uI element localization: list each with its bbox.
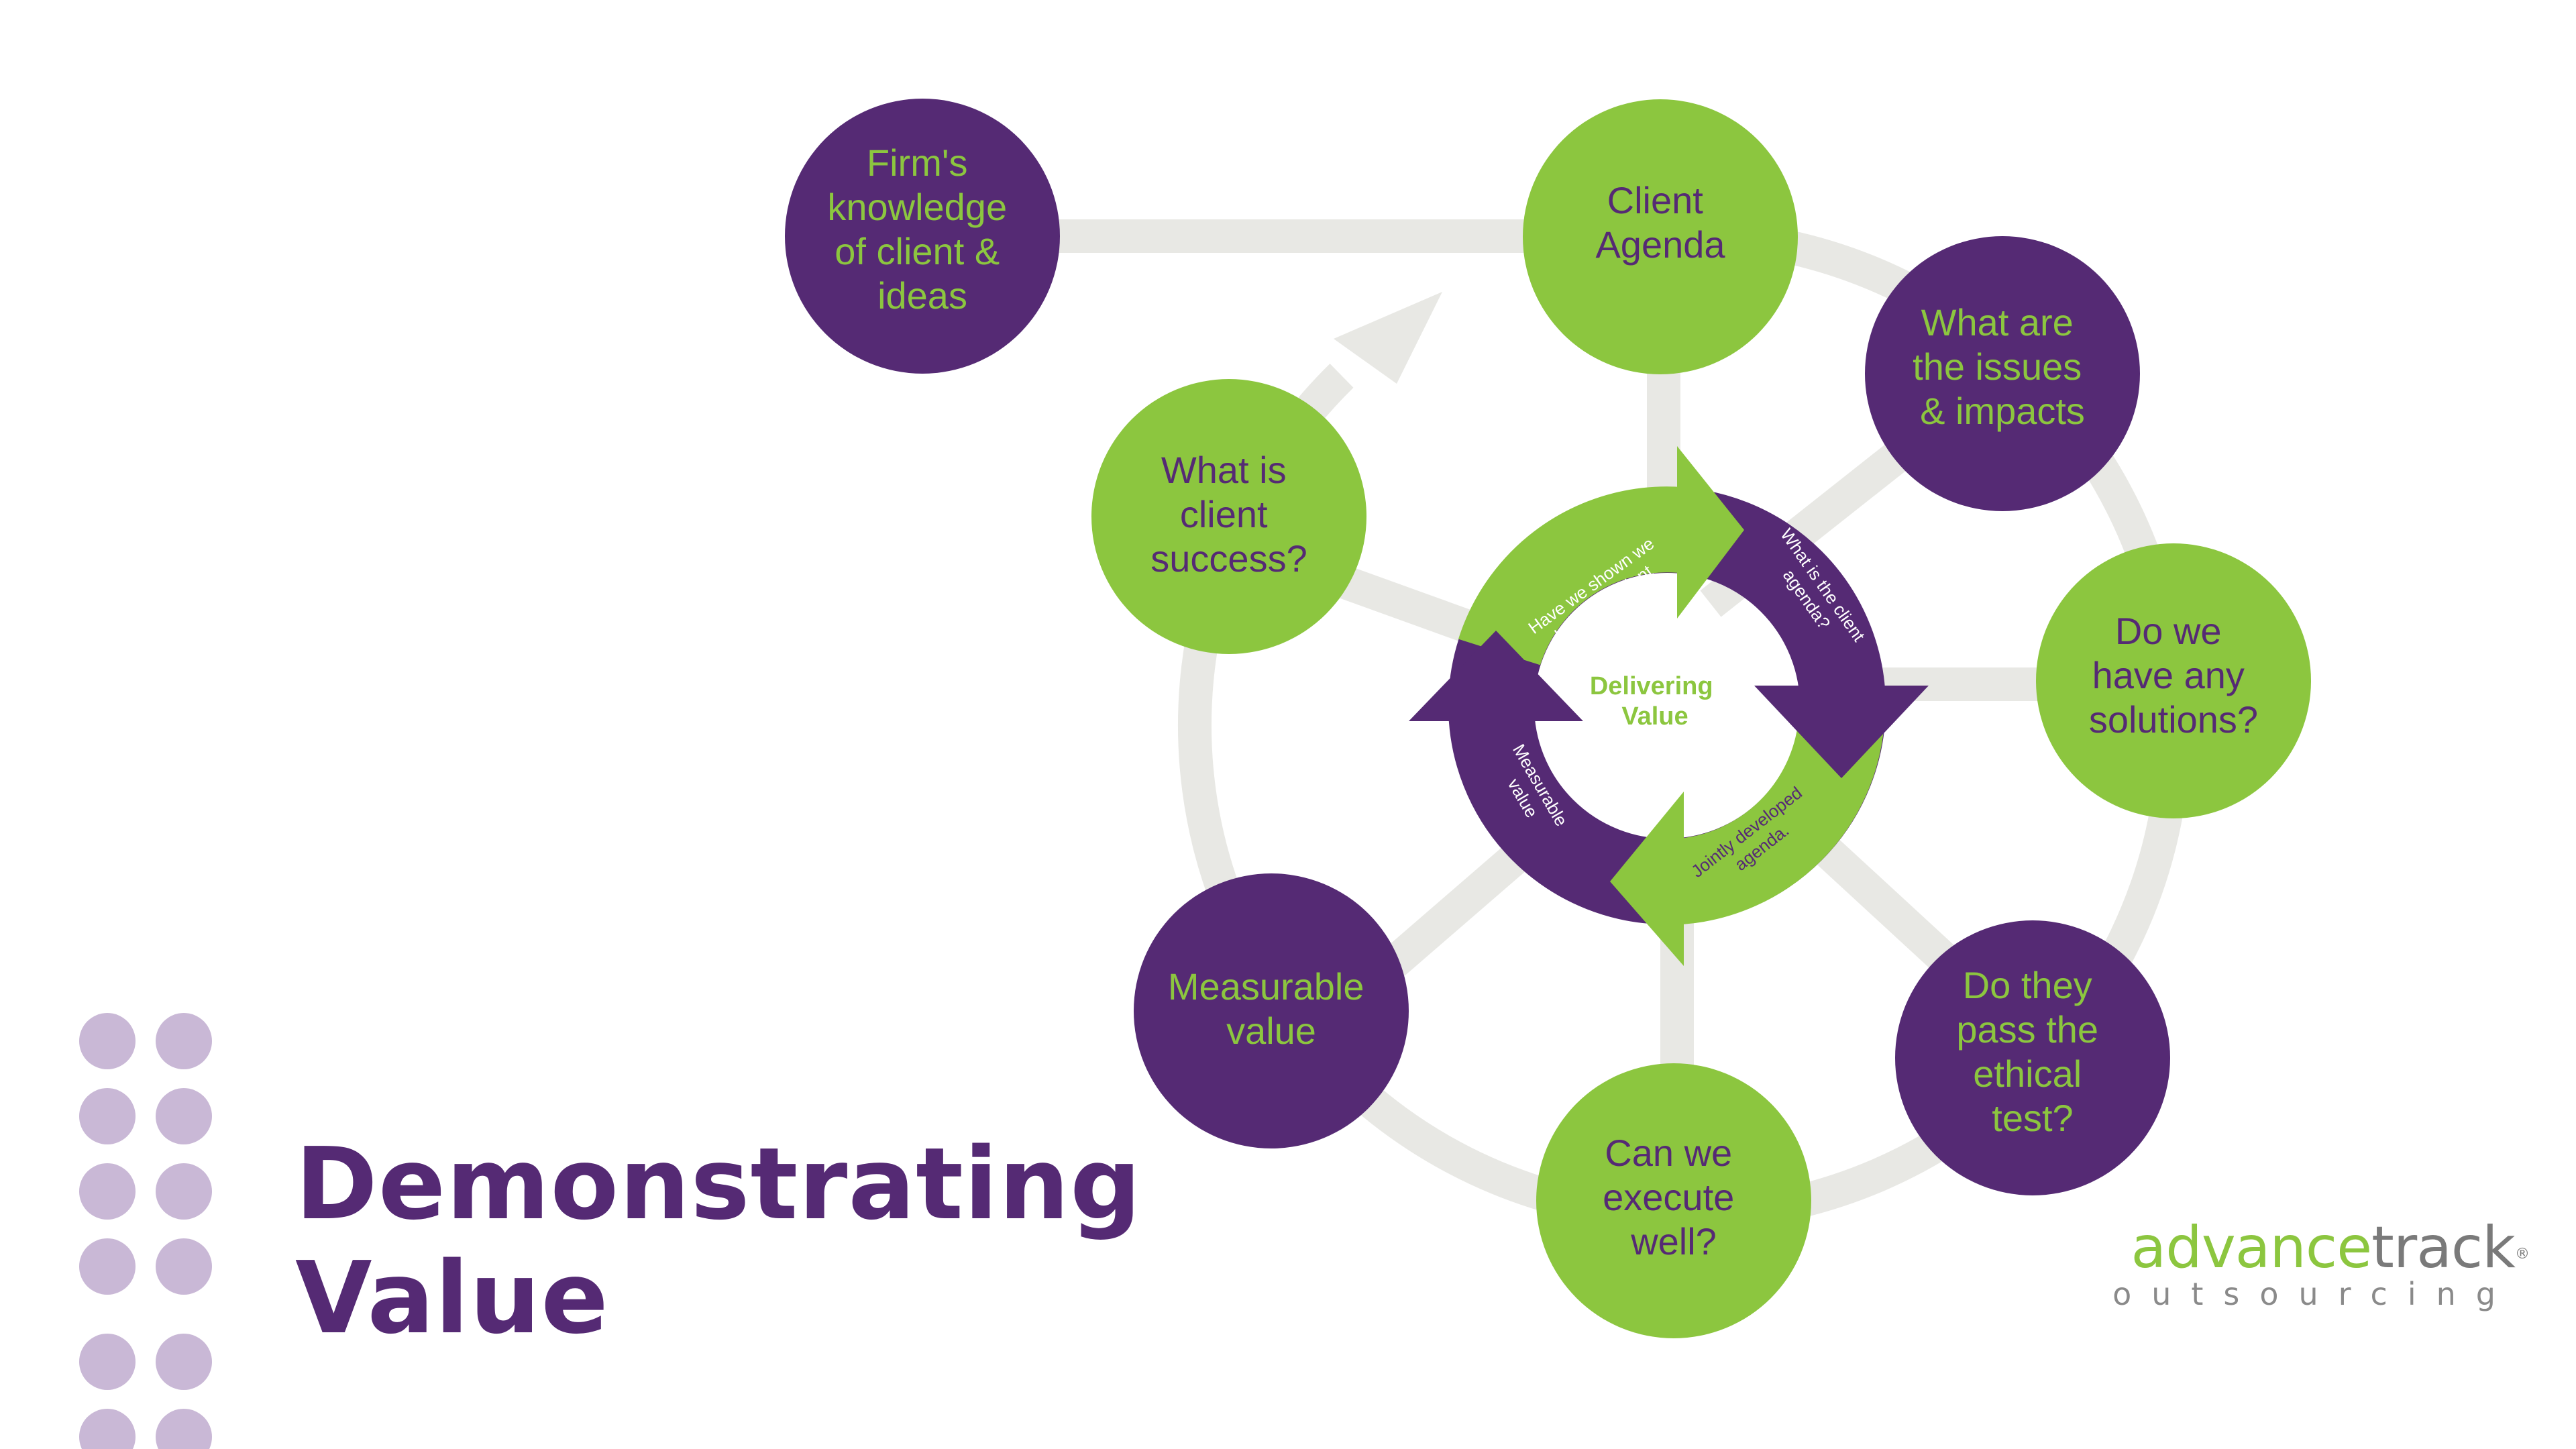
cycle-green-arrowhead-bottom bbox=[1610, 792, 1684, 966]
dot bbox=[79, 1088, 136, 1144]
node-measurable: Measurable value bbox=[1134, 873, 1409, 1148]
dot bbox=[79, 1013, 136, 1069]
dot bbox=[79, 1409, 136, 1449]
node-execute: Can we execute well? bbox=[1536, 1063, 1811, 1338]
node-ethical-label: Do they pass the ethical test? bbox=[1956, 964, 2108, 1139]
logo-wordmark: advancetrack® bbox=[2059, 1214, 2530, 1281]
cycle-green-arc-top bbox=[1458, 486, 1684, 666]
node-issues-label: What are the issues & impacts bbox=[1913, 301, 2092, 432]
node-success-label: What is client success? bbox=[1150, 449, 1307, 580]
dot bbox=[156, 1238, 212, 1295]
dot bbox=[156, 1088, 212, 1144]
decorative-dots bbox=[79, 1013, 220, 1449]
center-label: Delivering Value bbox=[1590, 672, 1720, 731]
dot bbox=[79, 1163, 136, 1220]
page-title-line-1: Demonstrating bbox=[295, 1126, 1142, 1242]
cycle-purple-arrowhead-left bbox=[1409, 631, 1583, 721]
dot bbox=[156, 1163, 212, 1220]
dot bbox=[79, 1334, 136, 1390]
logo-track: track bbox=[2371, 1214, 2516, 1281]
dot bbox=[156, 1334, 212, 1390]
logo-registered-mark: ® bbox=[2515, 1246, 2530, 1263]
dot bbox=[79, 1238, 136, 1295]
node-success: What is client success? bbox=[1091, 379, 1366, 654]
page-title-line-2: Value bbox=[295, 1240, 609, 1356]
cycle-green-arrowhead-top bbox=[1677, 446, 1744, 619]
page-title: Demonstrating Value bbox=[295, 1127, 1142, 1355]
dot bbox=[156, 1409, 212, 1449]
node-solutions: Do we have any solutions? bbox=[2036, 543, 2311, 818]
node-solutions-label: Do we have any solutions? bbox=[2089, 610, 2258, 741]
logo-advance: advance bbox=[2131, 1214, 2373, 1281]
node-client-agenda-label: Client Agenda bbox=[1595, 179, 1725, 266]
node-issues: What are the issues & impacts bbox=[1865, 236, 2140, 511]
node-firm: Firm's knowledge of client & ideas bbox=[785, 99, 1060, 374]
dot bbox=[156, 1013, 212, 1069]
brand-logo: advancetrack® outsourcing bbox=[2059, 1214, 2530, 1312]
node-client-agenda: Client Agenda bbox=[1523, 99, 1798, 374]
node-measurable-label: Measurable value bbox=[1168, 965, 1375, 1052]
node-execute-label: Can we execute well? bbox=[1603, 1132, 1745, 1263]
cycle-purple-arrowhead-right bbox=[1754, 686, 1929, 778]
return-arrow-head bbox=[1334, 292, 1442, 384]
logo-tagline: outsourcing bbox=[2112, 1276, 2516, 1312]
node-ethical: Do they pass the ethical test? bbox=[1895, 920, 2170, 1195]
node-firm-label: Firm's knowledge of client & ideas bbox=[827, 142, 1017, 317]
